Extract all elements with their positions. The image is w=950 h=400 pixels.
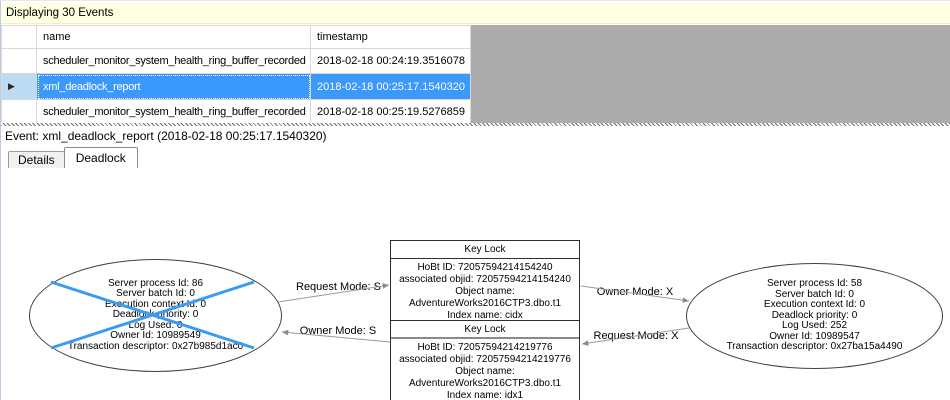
resource-line: HoBt ID: 72057594214219776 [417, 342, 553, 353]
resource-title: Key Lock [391, 241, 579, 259]
resource-title: Key Lock [391, 321, 579, 339]
grid-rowheader-cell[interactable]: ▶ [1, 73, 37, 100]
event-summary-bar: Event: xml_deadlock_report (2018-02-18 0… [1, 126, 950, 147]
process-node-survivor: Server process Id: 58 Server batch Id: 0… [686, 263, 943, 369]
process-line: Execution context Id: 0 [763, 299, 866, 311]
edge-label-request-x: Request Mode: X [593, 330, 679, 342]
grid-header-row: name timestamp [1, 25, 471, 49]
grid-row-selected[interactable]: ▶ xml_deadlock_report 2018-02-18 00:25:1… [1, 73, 471, 100]
splitter-handle[interactable] [1, 123, 950, 126]
grid-column-header-timestamp[interactable]: timestamp [310, 25, 471, 49]
process-line: Transaction descriptor: 0x27ba15a4490 [726, 341, 903, 353]
grid-cell-name[interactable]: xml_deadlock_report [36, 73, 311, 100]
resource-line: Object name: AdventureWorks2016CTP3.dbo.… [408, 366, 562, 389]
detail-tabstrip: Details Deadlock [1, 147, 950, 168]
process-line: Log Used: 252 [781, 320, 848, 332]
deadlock-graph: Server process Id: 86 Server batch Id: 0… [1, 168, 950, 400]
edge-label-owner-x: Owner Mode: X [596, 286, 674, 298]
resource-node-keylock-top: Key Lock HoBt ID: 72057594214154240 asso… [390, 240, 580, 327]
grid-cell-name[interactable]: scheduler_monitor_system_health_ring_buf… [36, 48, 311, 74]
resource-node-keylock-bottom: Key Lock HoBt ID: 72057594214219776 asso… [390, 320, 580, 400]
grid-cell-name[interactable]: scheduler_monitor_system_health_ring_buf… [36, 99, 311, 125]
process-line: Server process Id: 58 [766, 278, 863, 290]
tab-deadlock[interactable]: Deadlock [63, 147, 138, 168]
events-grid-zone: name timestamp scheduler_monitor_system_… [1, 25, 950, 125]
grid-corner-cell [1, 25, 37, 49]
resource-line: HoBt ID: 72057594214154240 [417, 262, 553, 273]
process-line: Owner Id: 10989547 [769, 330, 860, 342]
process-line: Deadlock priority: 0 [771, 309, 858, 321]
resource-line: associated objid: 72057594214219776 [399, 354, 571, 365]
process-line: Server batch Id: 0 [775, 288, 854, 300]
grid-rowheader-cell[interactable] [1, 48, 37, 74]
grid-rowheader-cell[interactable] [1, 99, 37, 125]
grid-row[interactable]: scheduler_monitor_system_health_ring_buf… [1, 99, 471, 125]
events-count-banner: Displaying 30 Events [1, 3, 950, 24]
events-grid: name timestamp scheduler_monitor_system_… [1, 25, 471, 125]
grid-cell-timestamp[interactable]: 2018-02-18 00:25:19.5276859 [310, 99, 471, 125]
grid-row[interactable]: scheduler_monitor_system_health_ring_buf… [1, 48, 471, 74]
edge-label-request-s: Request Mode: S [296, 281, 381, 293]
grid-cell-timestamp[interactable]: 2018-02-18 00:25:17.1540320 [310, 73, 471, 100]
resource-line: associated objid: 72057594214154240 [399, 274, 571, 285]
current-row-marker-icon: ▶ [8, 81, 15, 91]
edge-label-owner-s: Owner Mode: S [299, 325, 377, 337]
grid-cell-timestamp[interactable]: 2018-02-18 00:24:19.3516078 [310, 48, 471, 74]
process-line: Transaction descriptor: 0x27b985d1ac0 [67, 340, 244, 352]
grid-column-header-name[interactable]: name [36, 25, 311, 49]
tab-details[interactable]: Details [8, 151, 65, 168]
process-node-victim: Server process Id: 86 Server batch Id: 0… [29, 259, 282, 372]
resource-line: Index name: idx1 [446, 390, 524, 400]
resource-line: Object name: AdventureWorks2016CTP3.dbo.… [408, 286, 562, 309]
resource-line: Index name: cidx [447, 310, 523, 321]
